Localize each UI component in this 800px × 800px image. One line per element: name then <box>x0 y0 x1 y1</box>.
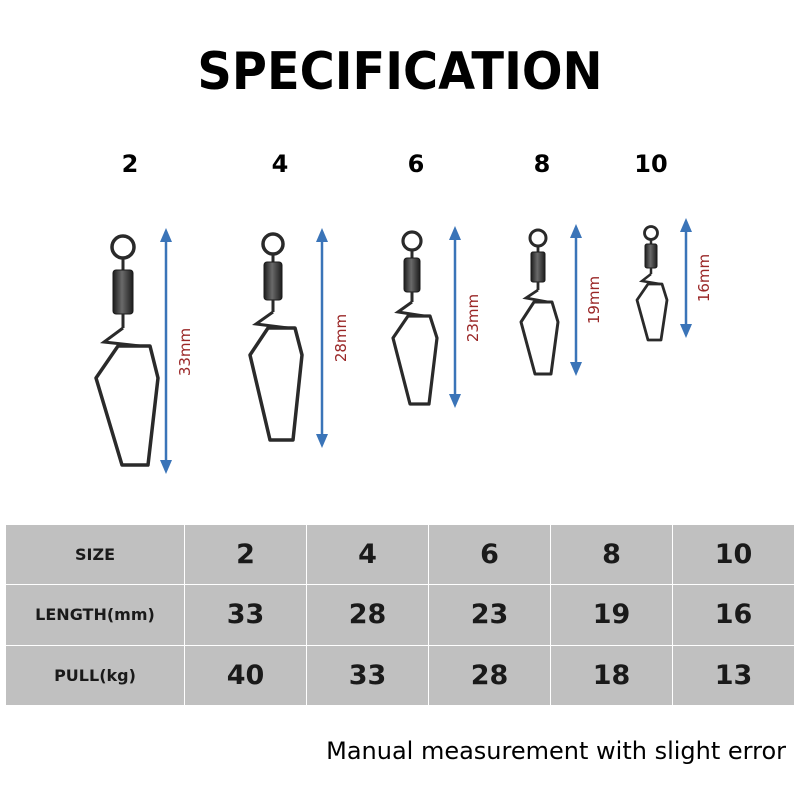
table-cell: 2 <box>184 523 307 586</box>
table-cell: 10 <box>672 523 795 586</box>
swivel-size-8 <box>519 224 582 376</box>
dimension-label-2: 33mm <box>176 328 194 376</box>
dimension-label-4: 28mm <box>332 314 350 362</box>
table-cell: 8 <box>550 523 673 586</box>
swivel-size-6 <box>391 226 461 408</box>
size-label-2: 2 <box>121 150 139 178</box>
size-label-8: 8 <box>533 150 551 178</box>
table-cell: 18 <box>550 644 673 707</box>
spec-table: SIZE 2 4 6 8 10 LENGTH(mm) 33 28 23 19 1… <box>5 523 795 707</box>
size-label-4: 4 <box>271 150 289 178</box>
table-cell: 28 <box>306 584 429 646</box>
table-cell: 6 <box>428 523 551 586</box>
table-cell: 16 <box>672 584 795 646</box>
table-cell: 19 <box>550 584 673 646</box>
swivel-size-10 <box>635 218 692 342</box>
size-label-6: 6 <box>407 150 425 178</box>
measurement-note: Manual measurement with slight error <box>326 737 786 765</box>
swivel-size-4 <box>248 228 328 448</box>
row-header: LENGTH(mm) <box>5 584 185 646</box>
table-row: PULL(kg) 40 33 28 18 13 <box>5 644 795 707</box>
dimension-label-8: 19mm <box>585 276 603 324</box>
table-row: SIZE 2 4 6 8 10 <box>5 523 795 586</box>
table-cell: 33 <box>184 584 307 646</box>
table-cell: 23 <box>428 584 551 646</box>
table-cell: 13 <box>672 644 795 707</box>
table-cell: 33 <box>306 644 429 707</box>
table-cell: 28 <box>428 644 551 707</box>
swivel-size-2 <box>94 228 172 474</box>
size-label-10: 10 <box>634 150 668 178</box>
page-title: SPECIFICATION <box>197 42 603 102</box>
table-row: LENGTH(mm) 33 28 23 19 16 <box>5 584 795 646</box>
dimension-label-6: 23mm <box>464 294 482 342</box>
swivel-illustration: 33mm 28mm 23mm 19mm 16mm <box>94 218 713 474</box>
row-header: SIZE <box>5 523 185 586</box>
dimension-label-10: 16mm <box>695 254 713 302</box>
table-cell: 40 <box>184 644 307 707</box>
row-header: PULL(kg) <box>5 644 185 707</box>
table-cell: 4 <box>306 523 429 586</box>
